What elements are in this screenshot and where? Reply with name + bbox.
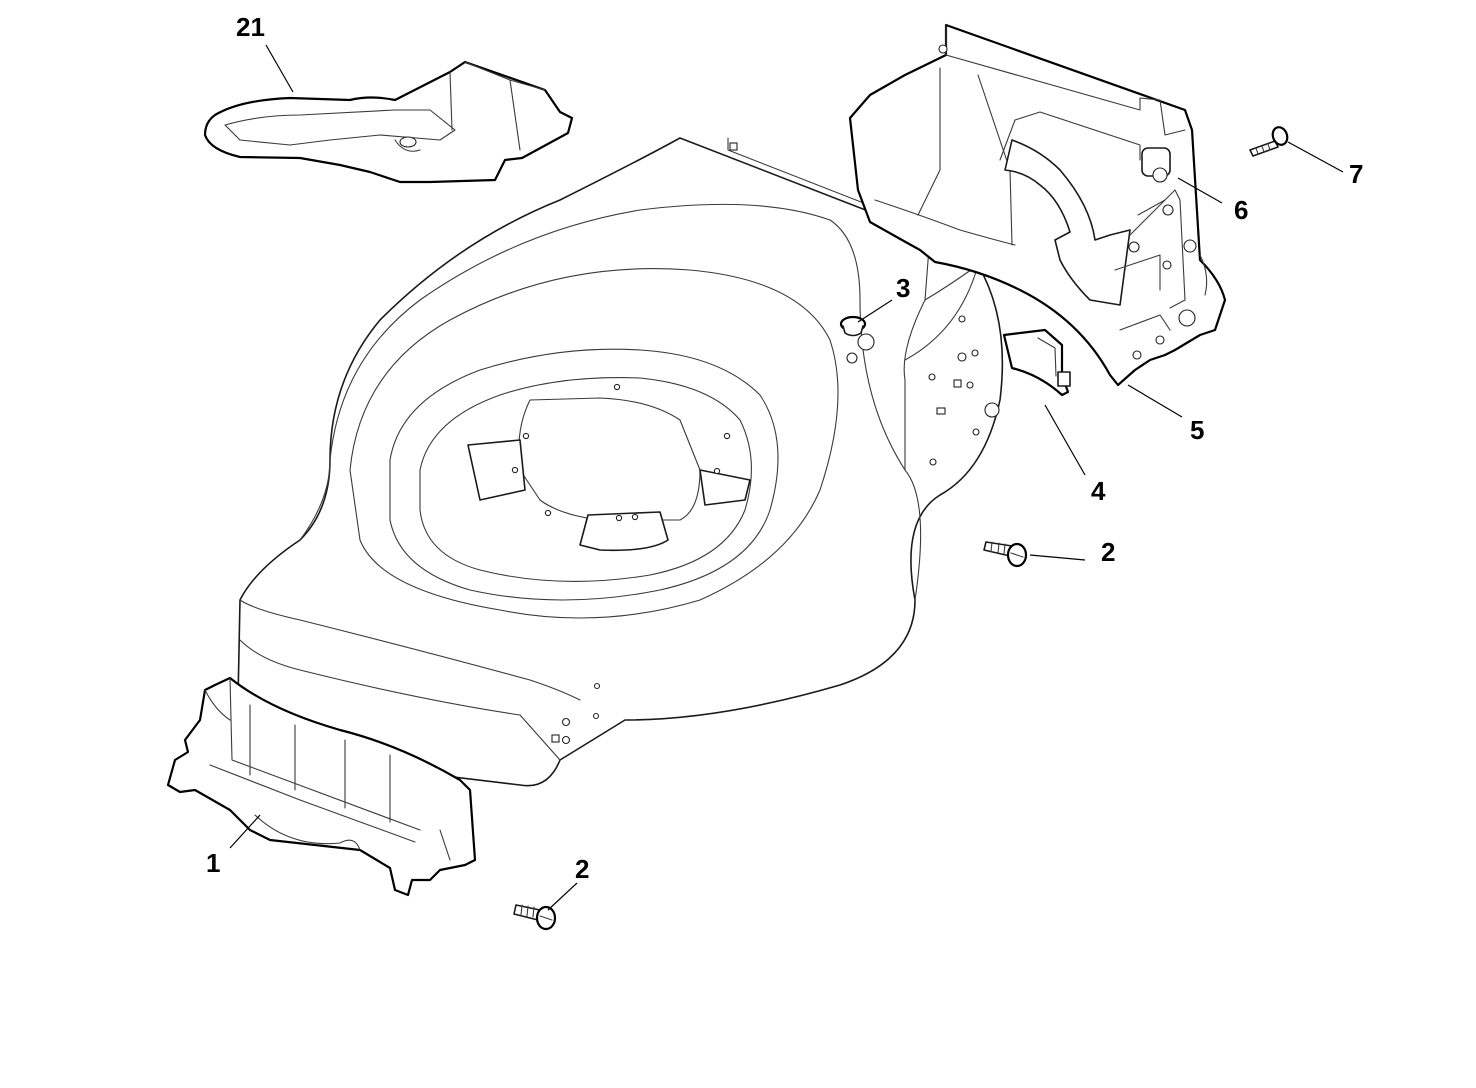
callout-labels: 21 3 7 6 5 4 2 1 2	[206, 12, 1363, 884]
mower-deck	[236, 137, 1004, 787]
callout-3: 3	[896, 273, 910, 303]
callout-1: 1	[206, 848, 220, 878]
callout-4: 4	[1091, 476, 1106, 506]
callout-6: 6	[1234, 195, 1248, 225]
callout-21: 21	[236, 12, 265, 42]
part-1-front-deflector	[166, 676, 477, 897]
part-2-screw-lower	[513, 904, 557, 931]
callout-2-lower: 2	[575, 854, 589, 884]
part-3-plug	[839, 315, 867, 337]
part-5-rear-housing	[848, 23, 1227, 387]
part-21-grass-chute	[203, 60, 574, 184]
part-4-clip	[1002, 328, 1071, 397]
part-2-screw-upper	[983, 541, 1028, 568]
part-7-screw	[1249, 126, 1289, 157]
callout-5: 5	[1190, 415, 1204, 445]
leader-lines	[229, 44, 1344, 911]
callout-2-upper: 2	[1101, 537, 1115, 567]
callout-7: 7	[1349, 159, 1363, 189]
